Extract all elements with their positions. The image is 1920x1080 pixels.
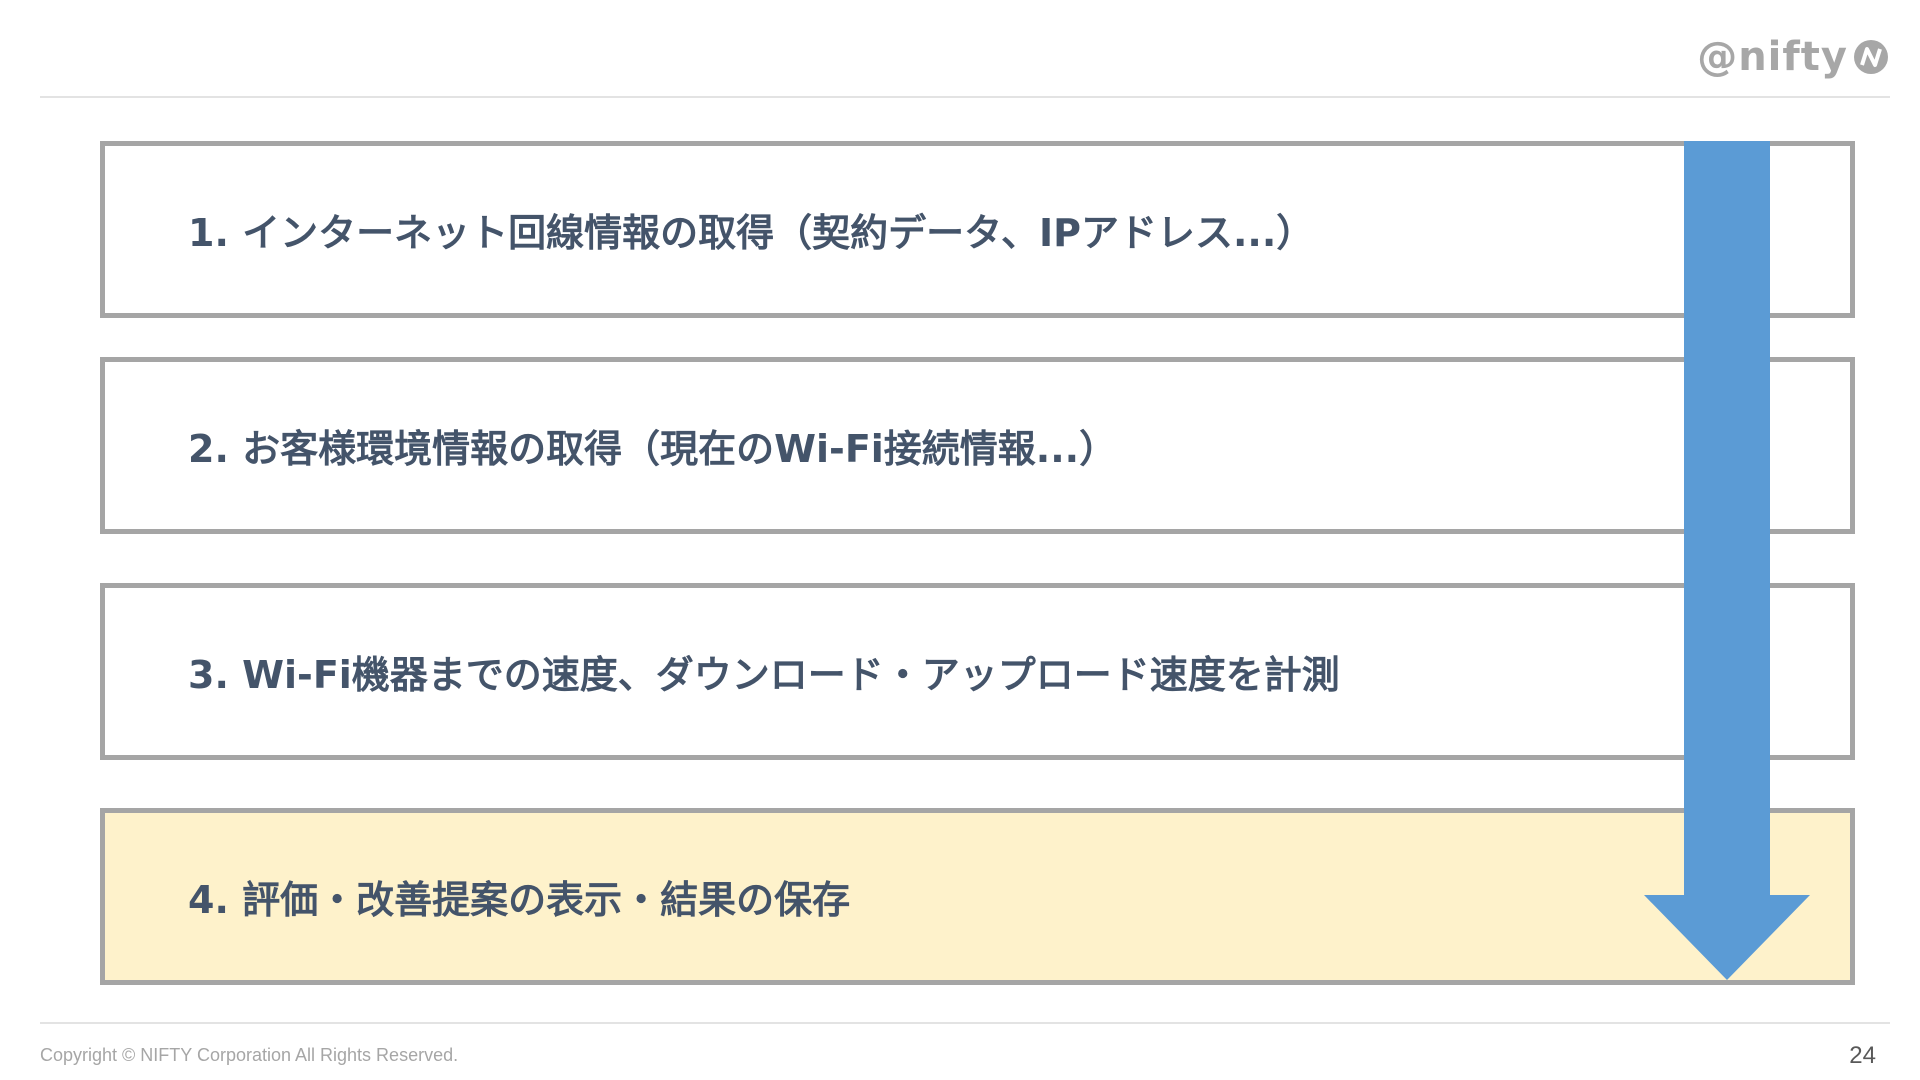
step-box-2: 2. お客様環境情報の取得（現在のWi-Fi接続情報...） [100, 357, 1855, 534]
step-label-4: 4. 評価・改善提案の表示・結果の保存 [188, 878, 851, 922]
nifty-logo: @nifty [1697, 32, 1890, 82]
step-label-1: 1. インターネット回線情報の取得（契約データ、IPアドレス...） [188, 211, 1315, 255]
step-label-3: 3. Wi-Fi機器までの速度、ダウンロード・アップロード速度を計測 [188, 653, 1340, 697]
header-divider [40, 96, 1890, 98]
footer-divider [40, 1022, 1890, 1024]
nifty-logo-mark-icon [1854, 40, 1888, 74]
step-box-4: 4. 評価・改善提案の表示・結果の保存 [100, 808, 1855, 985]
step-box-1: 1. インターネット回線情報の取得（契約データ、IPアドレス...） [100, 141, 1855, 318]
logo-text: @nifty [1697, 34, 1848, 80]
copyright-text: Copyright © NIFTY Corporation All Rights… [40, 1045, 459, 1065]
step-box-3: 3. Wi-Fi機器までの速度、ダウンロード・アップロード速度を計測 [100, 583, 1855, 760]
step-label-2: 2. お客様環境情報の取得（現在のWi-Fi接続情報...） [188, 427, 1118, 471]
page-number: 24 [1849, 1042, 1876, 1069]
